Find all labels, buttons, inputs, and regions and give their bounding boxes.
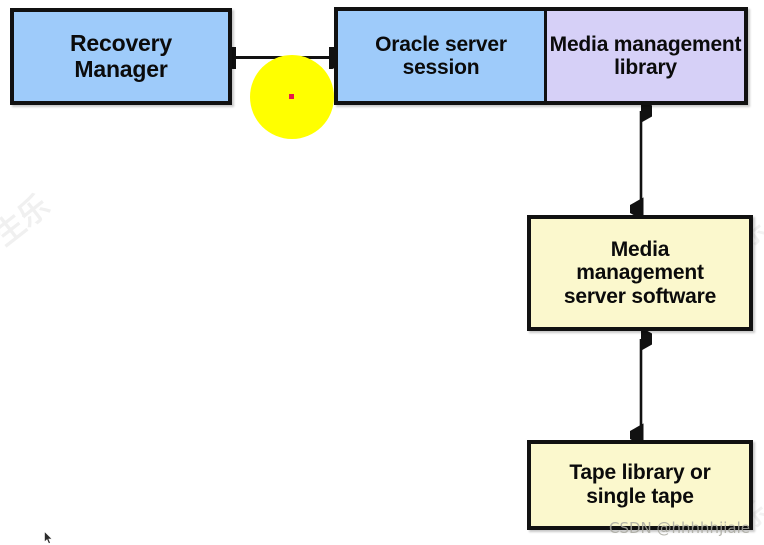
- watermark-cjk-left: 生乐: [0, 188, 57, 254]
- connector-media-management-library-to-server-software: [630, 101, 652, 219]
- node-oracle-server-session: Oracle server session: [338, 11, 547, 101]
- node-oracle-server-session-label: Oracle server session: [375, 32, 507, 79]
- node-group-oracle-server: Oracle server session Media management l…: [334, 7, 748, 105]
- node-tape-library-label: Tape library or single tape: [569, 461, 711, 508]
- node-media-management-server-software-label: Media management server software: [563, 237, 717, 308]
- node-tape-library: Tape library or single tape: [527, 440, 753, 530]
- node-recovery-manager-label: Recovery Manager: [70, 29, 172, 82]
- mouse-cursor-icon: [44, 531, 53, 544]
- node-media-management-library: Media management library: [547, 11, 744, 101]
- watermark-csdn: CSDN @hhhhhjiale: [609, 519, 750, 537]
- node-media-management-library-label: Media management library: [549, 32, 742, 79]
- node-media-management-server-software: Media management server software: [527, 215, 753, 331]
- node-recovery-manager: Recovery Manager: [10, 8, 232, 105]
- highlight-dot: [289, 94, 294, 99]
- connector-server-software-to-tape-library: [630, 329, 652, 445]
